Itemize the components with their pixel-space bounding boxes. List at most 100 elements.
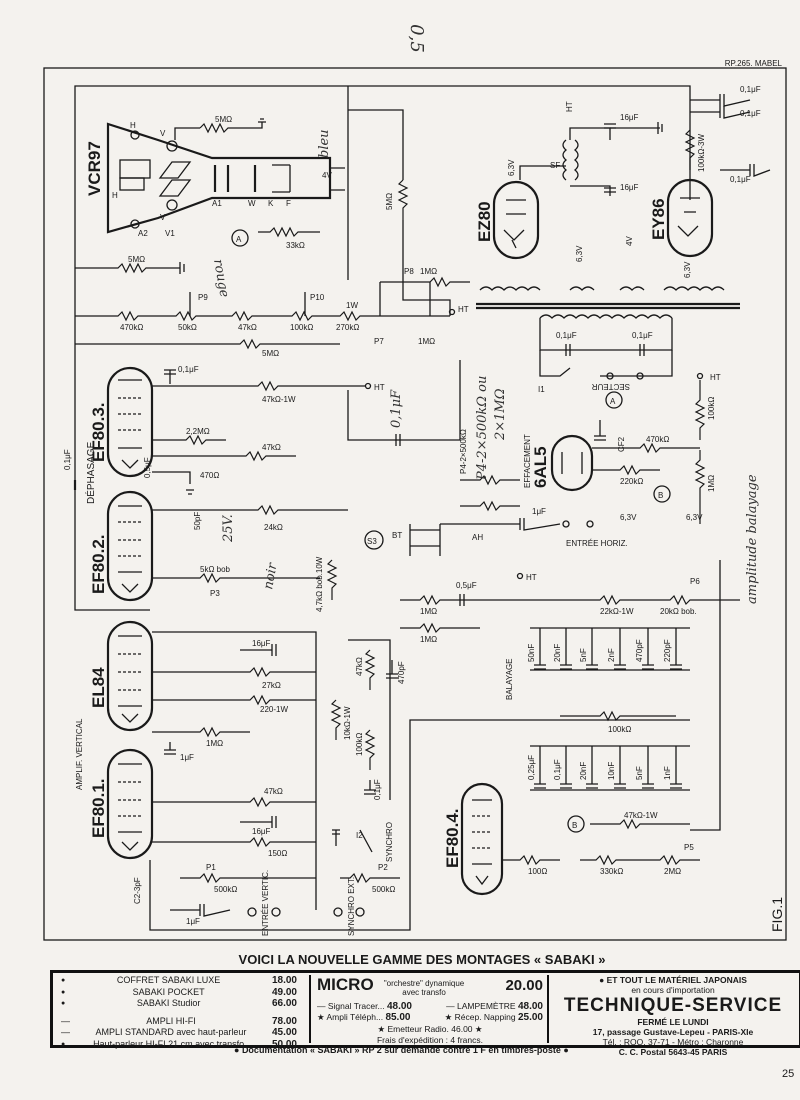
- svg-text:470pF: 470pF: [397, 661, 406, 684]
- svg-text:EZ80: EZ80: [475, 201, 494, 242]
- svg-text:22kΩ-1W: 22kΩ-1W: [600, 607, 634, 616]
- resistor-5m-left: [75, 262, 180, 274]
- svg-text:EF80.2.: EF80.2.: [89, 534, 108, 594]
- svg-text:HT: HT: [458, 305, 469, 314]
- svg-text:0,1μF: 0,1μF: [632, 331, 653, 340]
- svg-text:270kΩ: 270kΩ: [336, 323, 359, 332]
- pin-v2: V: [160, 213, 166, 222]
- ad-micro-section: MICRO "orchestre" dynamique avec transfo…: [309, 975, 549, 1045]
- entree-horiz-jack[interactable]: [562, 520, 570, 528]
- svg-text:330kΩ: 330kΩ: [600, 867, 623, 876]
- svg-text:0,1μF: 0,1μF: [740, 109, 761, 118]
- svg-text:100kΩ: 100kΩ: [355, 733, 364, 756]
- resistor-33k: [258, 226, 320, 238]
- svg-text:100kΩ: 100kΩ: [608, 725, 631, 734]
- svg-text:A: A: [236, 235, 242, 244]
- svg-text:470kΩ: 470kΩ: [120, 323, 143, 332]
- synchro-ext-jack[interactable]: [333, 907, 343, 917]
- svg-text:5MΩ: 5MΩ: [262, 349, 279, 358]
- tube-6al5: 6AL5: [531, 434, 594, 492]
- svg-text:470pF: 470pF: [635, 639, 644, 662]
- svg-text:0,5μF: 0,5μF: [456, 581, 477, 590]
- svg-text:BT: BT: [392, 531, 402, 540]
- svg-text:50kΩ: 50kΩ: [178, 323, 197, 332]
- svg-text:EFFACEMENT: EFFACEMENT: [523, 434, 532, 488]
- svg-text:6AL5: 6AL5: [531, 446, 550, 488]
- svg-text:C2-3pF: C2-3pF: [133, 877, 142, 904]
- svg-text:1MΩ: 1MΩ: [206, 739, 223, 748]
- svg-text:1nF: 1nF: [663, 766, 672, 780]
- svg-text:P3: P3: [210, 589, 220, 598]
- svg-text:CF2: CF2: [617, 436, 626, 452]
- svg-text:P9: P9: [198, 293, 208, 302]
- svg-text:1μF: 1μF: [532, 507, 546, 516]
- svg-text:470kΩ: 470kΩ: [646, 435, 669, 444]
- svg-text:P4-2×500kΩ ou: P4-2×500kΩ ou: [475, 376, 490, 481]
- svg-text:100kΩ-3W: 100kΩ-3W: [697, 134, 706, 172]
- svg-text:500kΩ: 500kΩ: [372, 885, 395, 894]
- svg-text:0,1μF: 0,1μF: [740, 85, 761, 94]
- pin-k: K: [268, 199, 274, 208]
- svg-text:SYNCHRO: SYNCHRO: [385, 822, 394, 862]
- svg-text:1MΩ: 1MΩ: [707, 475, 716, 492]
- pin-h1: H: [130, 121, 136, 130]
- svg-text:bleu: bleu: [317, 129, 332, 158]
- svg-text:6,3V: 6,3V: [683, 261, 692, 278]
- svg-text:1MΩ: 1MΩ: [420, 267, 437, 276]
- svg-text:P7: P7: [374, 337, 384, 346]
- switch-s3[interactable]: [364, 530, 384, 550]
- svg-text:47kΩ: 47kΩ: [238, 323, 257, 332]
- svg-text:0,1μF: 0,1μF: [389, 389, 404, 428]
- svg-text:0,5μF: 0,5μF: [143, 457, 152, 478]
- svg-text:1MΩ: 1MΩ: [420, 635, 437, 644]
- marker-a-1: [231, 229, 249, 247]
- entree-vertic-jack[interactable]: [247, 907, 257, 917]
- svg-text:16μF: 16μF: [620, 113, 639, 122]
- svg-text:1MΩ: 1MΩ: [418, 337, 435, 346]
- svg-text:S3: S3: [367, 537, 377, 546]
- svg-text:0,1μF: 0,1μF: [553, 759, 562, 780]
- pin-w: W: [248, 199, 256, 208]
- svg-text:500kΩ: 500kΩ: [214, 885, 237, 894]
- svg-text:4V: 4V: [625, 236, 634, 246]
- ad-headline: VOICI LA NOUVELLE GAMME DES MONTAGES « S…: [238, 952, 606, 967]
- svg-text:1W: 1W: [346, 301, 358, 310]
- svg-text:47kΩ-1W: 47kΩ-1W: [262, 395, 296, 404]
- tube-ef80-4: EF80.4.: [443, 782, 504, 896]
- svg-text:0,1μF: 0,1μF: [556, 331, 577, 340]
- svg-text:P8: P8: [404, 267, 414, 276]
- svg-text:10nF: 10nF: [607, 762, 616, 780]
- svg-text:470Ω: 470Ω: [200, 471, 219, 480]
- svg-text:P4-2×500kΩ: P4-2×500kΩ: [459, 429, 468, 474]
- svg-text:50pF: 50pF: [193, 512, 202, 530]
- micro-desc: "orchestre" dynamique avec transfo: [383, 978, 465, 997]
- svg-text:4,7kΩ bob.10W: 4,7kΩ bob.10W: [315, 556, 324, 612]
- svg-text:EL84: EL84: [89, 667, 108, 708]
- svg-text:1MΩ: 1MΩ: [420, 607, 437, 616]
- svg-text:10kΩ-1W: 10kΩ-1W: [343, 706, 352, 740]
- svg-text:6,3V: 6,3V: [686, 513, 703, 522]
- svg-text:5nF: 5nF: [635, 766, 644, 780]
- svg-text:47kΩ: 47kΩ: [264, 787, 283, 796]
- svg-text:2MΩ: 2MΩ: [664, 867, 681, 876]
- svg-text:EF80.1.: EF80.1.: [89, 778, 108, 838]
- resistor-5m-bottom: [75, 338, 340, 350]
- svg-text:0,1μF: 0,1μF: [63, 449, 72, 470]
- advertisement: VOICI LA NOUVELLE GAMME DES MONTAGES « S…: [44, 952, 800, 1060]
- resistor-5m-vert: [397, 179, 409, 220]
- svg-text:20nF: 20nF: [553, 644, 562, 662]
- svg-text:5MΩ: 5MΩ: [215, 115, 232, 124]
- svg-text:220-1W: 220-1W: [260, 705, 288, 714]
- balayage-caps-row1: 50nF 20nF 5nF 2nF 470pF 220pF: [527, 628, 682, 670]
- svg-text:6,3V: 6,3V: [620, 513, 637, 522]
- svg-text:P5: P5: [684, 843, 694, 852]
- header-ref: RP.265. MABEL: [725, 59, 783, 68]
- tube-ef80-2: EF80.2.: [89, 490, 154, 602]
